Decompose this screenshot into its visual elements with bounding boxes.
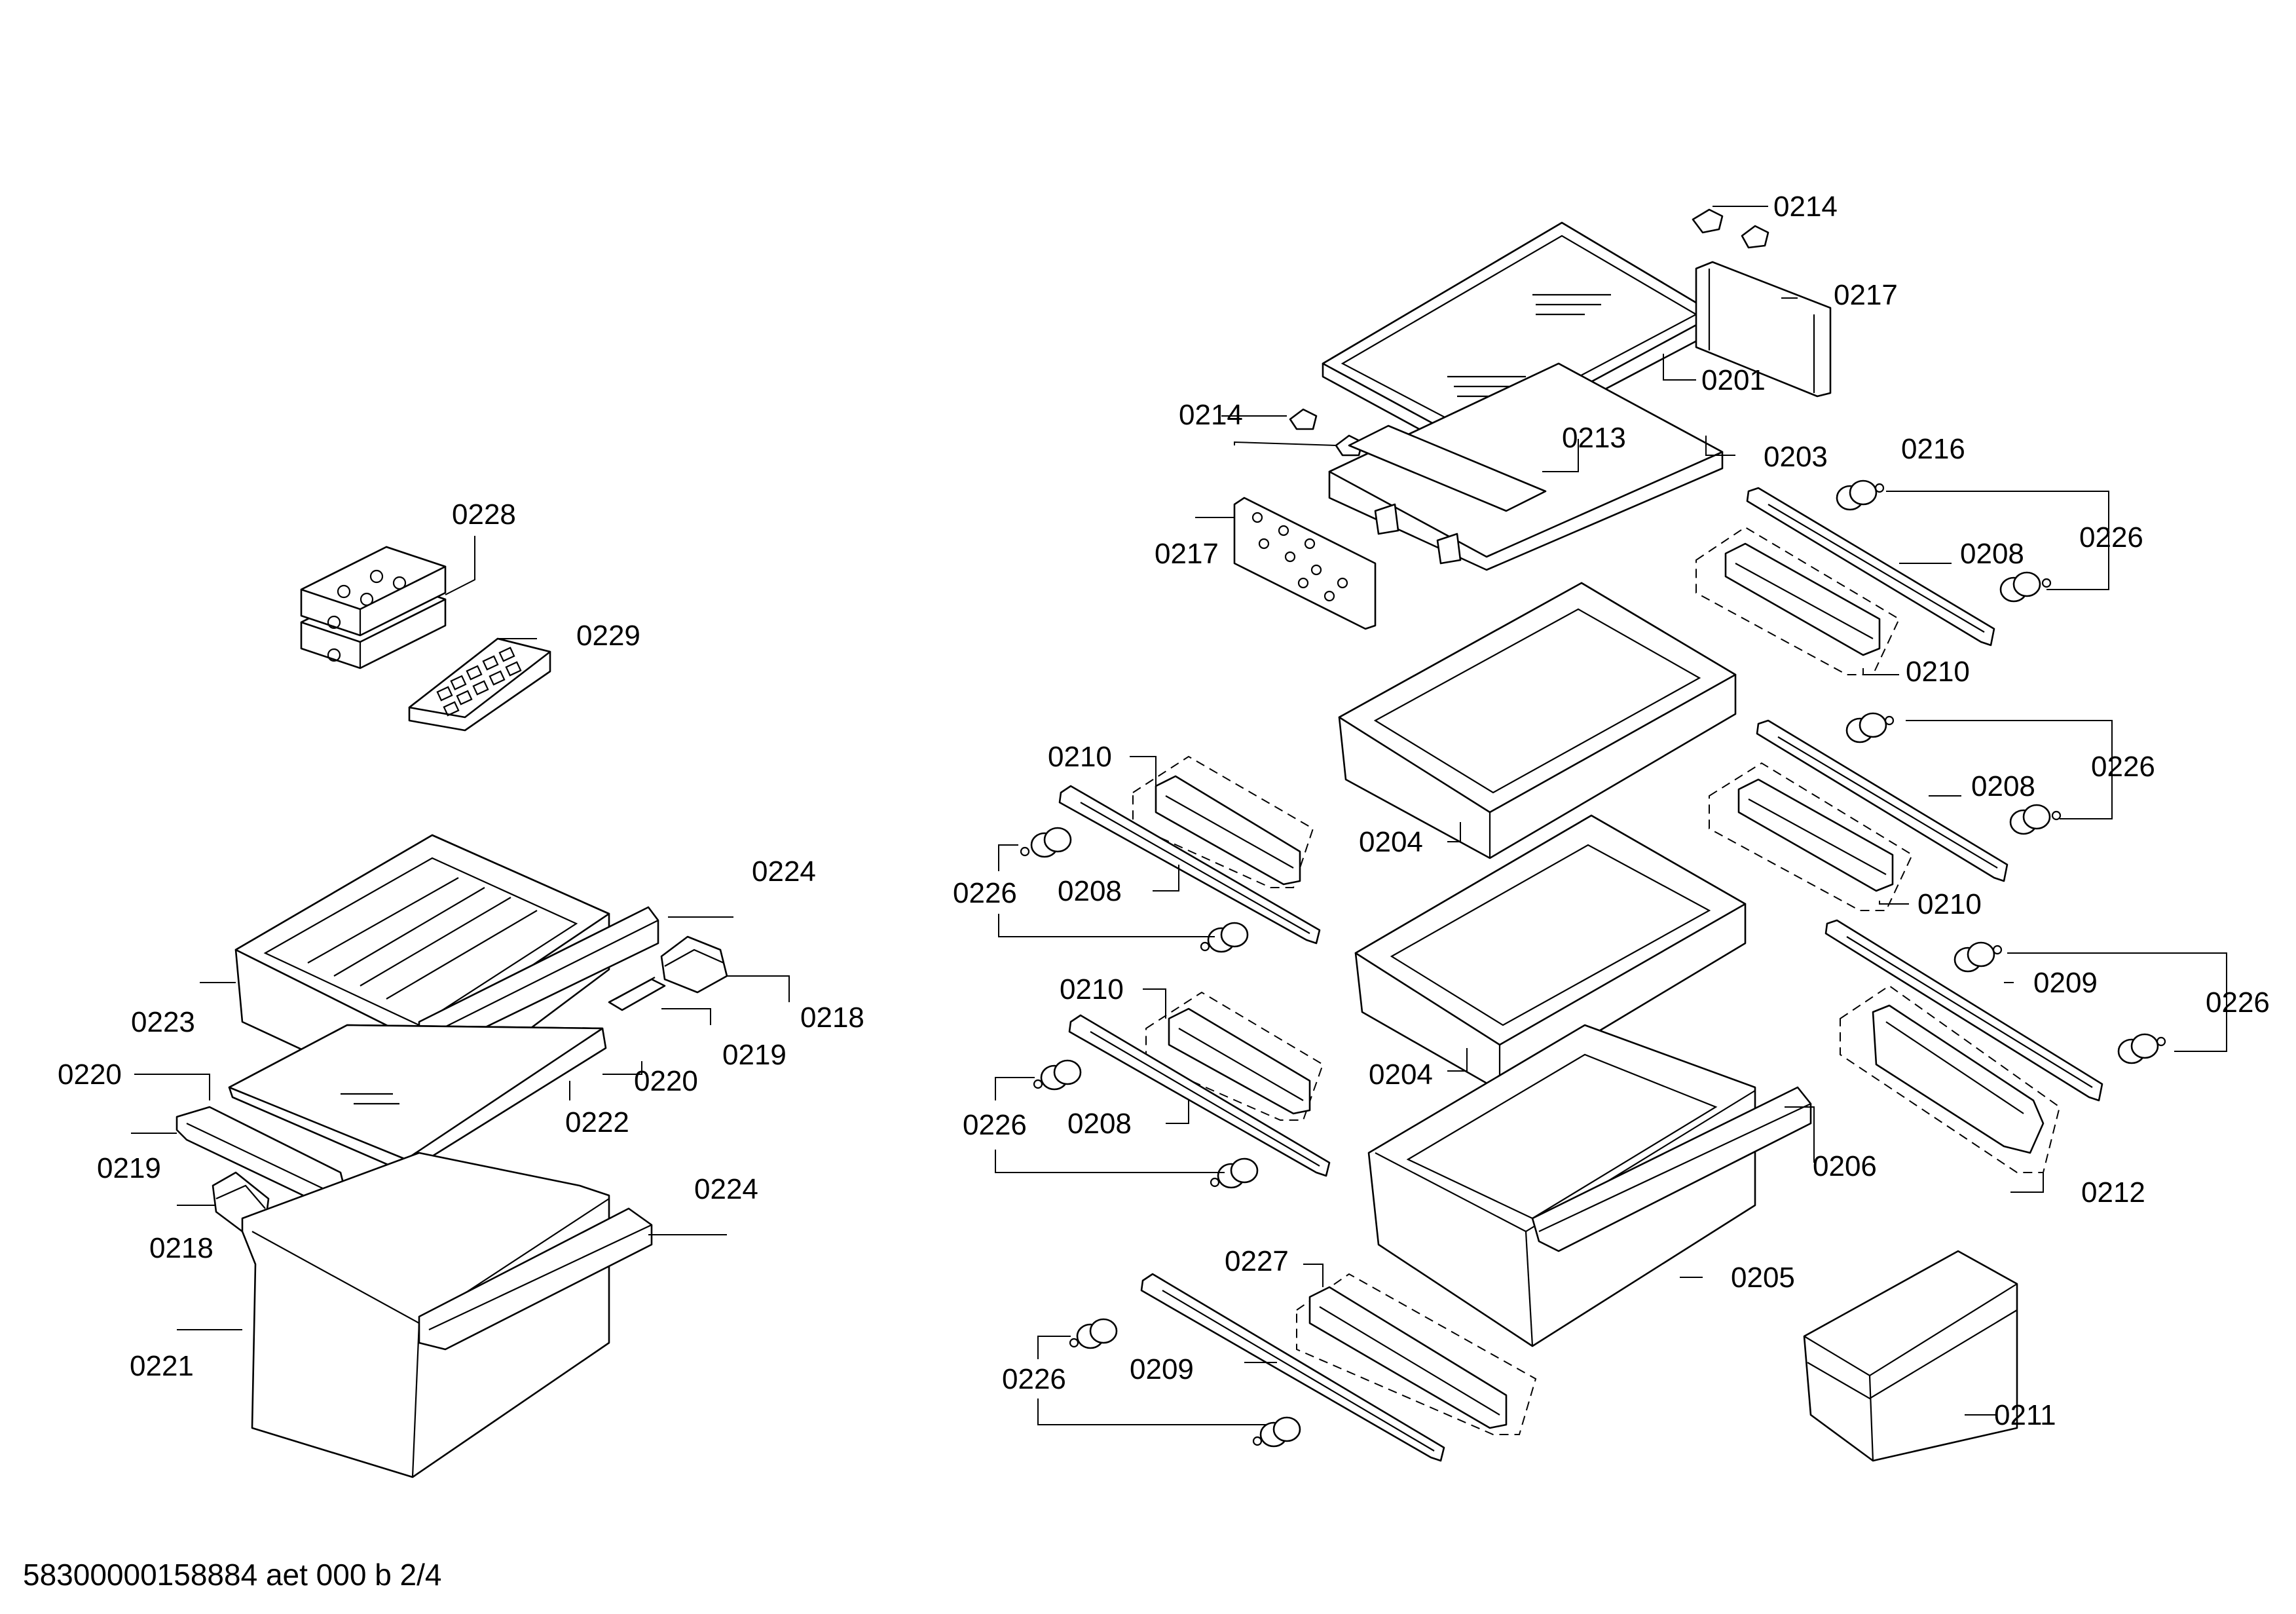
label-0227: 0227 — [1225, 1245, 1289, 1277]
crisper-0204-upper — [1338, 582, 1737, 859]
rollers-0226 — [1020, 479, 2166, 1448]
label-0201: 0201 — [1701, 364, 1766, 396]
label-0211: 0211 — [1994, 1399, 2056, 1431]
rail-0208-left-lower — [1068, 1014, 1331, 1177]
label-0224-lower: 0224 — [694, 1173, 758, 1205]
label-0210-r2: 0210 — [1917, 888, 1982, 920]
guide-0210-left-lower — [1168, 1007, 1311, 1115]
label-0226-l3: 0226 — [1002, 1363, 1066, 1395]
label-0218-lower: 0218 — [149, 1232, 213, 1264]
label-0221: 0221 — [130, 1350, 194, 1382]
lower-bin-0221 — [241, 1152, 653, 1478]
label-0209-left: 0209 — [1130, 1353, 1194, 1385]
label-0226-r1: 0226 — [2079, 521, 2143, 554]
rail-0208-left-upper — [1058, 785, 1321, 945]
guide-0227 — [1308, 1286, 1508, 1429]
label-0217-top: 0217 — [1834, 279, 1898, 311]
label-0205: 0205 — [1731, 1262, 1795, 1294]
glass-shelf-0201 — [1322, 221, 1717, 460]
label-0223: 0223 — [131, 1006, 195, 1038]
drawer-0205 — [1367, 1024, 1756, 1347]
label-0208-r2: 0208 — [1971, 770, 2035, 802]
label-0219-lower: 0219 — [97, 1152, 161, 1184]
label-0218-upper: 0218 — [800, 1002, 864, 1034]
guide-0210-right-lower — [1737, 778, 1894, 892]
label-0213: 0213 — [1562, 422, 1626, 454]
rail-0212-right — [1872, 1004, 2045, 1154]
bracket-0218-upper — [660, 935, 728, 994]
label-0216: 0216 — [1901, 433, 1965, 465]
label-0226-l1: 0226 — [953, 877, 1017, 909]
rail-0208-right-lower — [1756, 719, 2009, 882]
label-0204-lower: 0204 — [1369, 1059, 1433, 1091]
label-0209-right: 0209 — [2033, 967, 2098, 999]
rail-0209-right — [1824, 919, 2103, 1102]
rail-0219-upper — [608, 977, 666, 1011]
ice-pack-0228 — [300, 546, 447, 669]
clip-0214-top — [1692, 208, 1769, 249]
clip-0214-mid — [1289, 408, 1363, 457]
side-panel-0217-right — [1695, 261, 1832, 398]
label-0203: 0203 — [1764, 441, 1828, 473]
shelf-frame-0203 — [1328, 362, 1724, 571]
crisper-0204-lower — [1354, 814, 1747, 1092]
label-0220-right: 0220 — [634, 1065, 698, 1097]
label-0208-r1: 0208 — [1960, 538, 2024, 570]
label-0226-r3: 0226 — [2206, 986, 2270, 1019]
label-0208-l1: 0208 — [1058, 875, 1122, 907]
label-0212: 0212 — [2081, 1176, 2145, 1209]
label-0210-r1: 0210 — [1906, 656, 1970, 688]
ice-tray-0229 — [408, 637, 551, 732]
guide-0210-left-upper — [1155, 775, 1301, 886]
side-panel-0217-left — [1233, 497, 1377, 630]
rail-0208-right-upper — [1746, 487, 1995, 647]
label-0208-l2: 0208 — [1067, 1108, 1132, 1140]
part-labels: 0228 0229 0224 0218 0223 0219 0220 0220 … — [58, 191, 2270, 1431]
drawing-reference-number: 58300000158884 aet 000 b 2/4 — [23, 1558, 442, 1592]
guide-0210-right-upper — [1724, 542, 1881, 656]
label-0204-upper: 0204 — [1359, 826, 1423, 858]
label-0210-l2: 0210 — [1060, 973, 1124, 1005]
label-0214-mid: 0214 — [1179, 399, 1243, 431]
label-0229: 0229 — [576, 620, 640, 652]
label-0226-r2: 0226 — [2091, 751, 2155, 783]
rail-0209-left — [1140, 1273, 1445, 1462]
box-0211 — [1803, 1250, 2018, 1462]
leader-lines-left — [131, 536, 790, 1330]
label-0222: 0222 — [565, 1106, 629, 1138]
label-0214-top: 0214 — [1773, 191, 1838, 223]
label-0210-l1: 0210 — [1048, 741, 1112, 773]
glass-cover-0222 — [228, 1024, 607, 1174]
label-0217-left: 0217 — [1155, 538, 1219, 570]
label-0206: 0206 — [1813, 1150, 1877, 1182]
label-0224-upper: 0224 — [752, 855, 816, 888]
label-0228: 0228 — [452, 498, 516, 531]
label-0220-left: 0220 — [58, 1059, 122, 1091]
leader-lines-right — [995, 206, 2227, 1425]
label-0219-upper: 0219 — [722, 1039, 787, 1071]
handle-0206 — [1531, 1086, 1812, 1252]
label-0226-l2: 0226 — [963, 1109, 1027, 1141]
